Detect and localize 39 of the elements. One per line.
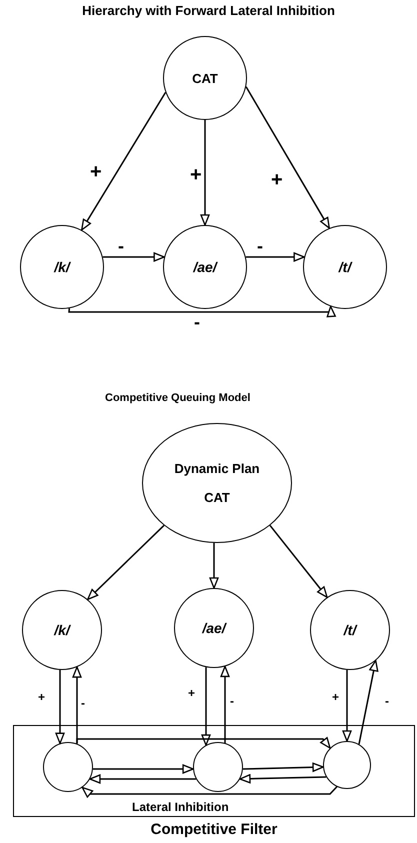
arrow	[102, 252, 165, 262]
unit-circle	[323, 741, 371, 789]
arrow	[68, 306, 336, 318]
arrow	[269, 524, 328, 598]
arrow	[89, 774, 196, 784]
arrow	[246, 252, 305, 262]
arrow	[239, 774, 326, 784]
arrow	[81, 92, 166, 231]
node-label: /t/	[338, 259, 352, 275]
node-label: /k/	[54, 259, 70, 275]
arrow	[200, 120, 210, 226]
node-label: CAT	[204, 490, 230, 505]
section-heading: Competitive Queuing Model	[105, 392, 250, 404]
node-label: CAT	[192, 70, 218, 86]
unit-circle	[193, 742, 243, 792]
arrow	[358, 660, 378, 744]
diagram-title: Hierarchy with Forward Lateral Inhibition	[81, 3, 336, 18]
arrow	[201, 667, 211, 746]
arrow	[209, 542, 219, 589]
text-label: Lateral Inhibition	[132, 800, 229, 814]
arrow	[92, 764, 194, 774]
arrow	[55, 670, 65, 744]
arrow	[220, 666, 230, 743]
edge-label: +	[331, 691, 340, 703]
arrow	[242, 762, 324, 772]
node-label: /ae/	[193, 259, 217, 275]
box-heading: Competitive Filter	[150, 821, 278, 838]
arrow	[76, 737, 331, 749]
edge-label: +	[187, 687, 196, 699]
arrow	[82, 786, 338, 798]
node-label: /ae/	[202, 620, 226, 636]
node-label: /k/	[54, 622, 70, 638]
node-label: /t/	[344, 622, 356, 638]
edge-label: +	[37, 691, 46, 703]
arrow	[342, 670, 352, 742]
unit-circle	[43, 742, 93, 792]
node-label: Dynamic Plan	[174, 461, 260, 476]
arrow	[245, 86, 330, 229]
arrow	[87, 524, 164, 600]
